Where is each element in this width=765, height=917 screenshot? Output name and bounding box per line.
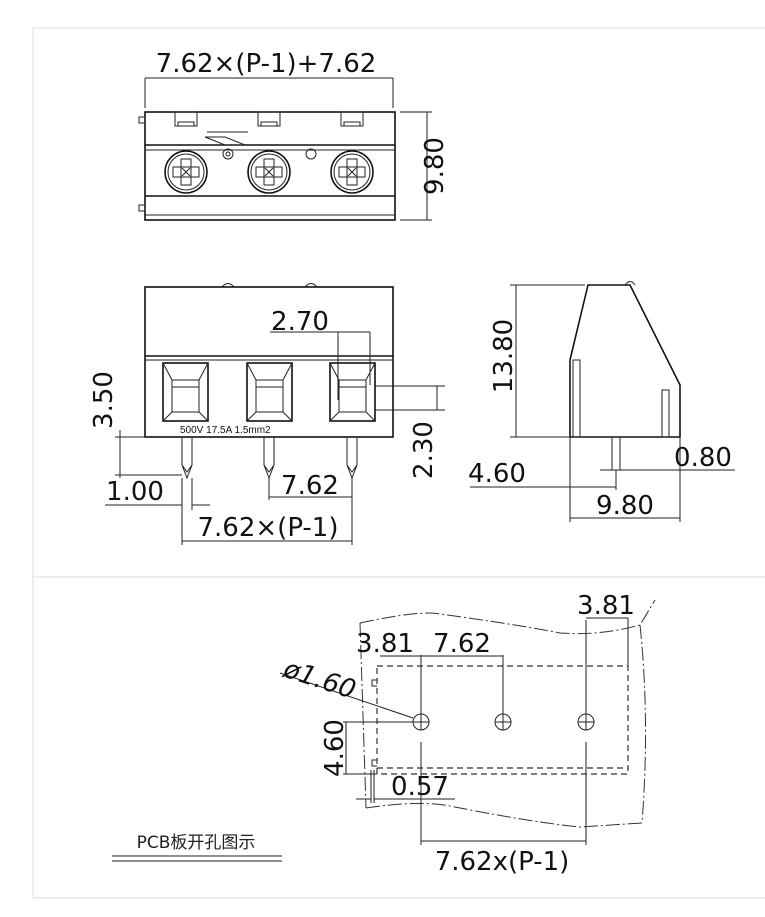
rating-label: 500V 17.5A 1.5mm2 — [180, 425, 271, 436]
pcb-span-dim: 7.62x(P-1) — [435, 847, 570, 877]
pin-offset-dim: 4.60 — [468, 459, 526, 489]
pcb-pitch-dim: 7.62 — [433, 629, 491, 659]
pcb-left-edge-dim: 3.81 — [356, 629, 414, 659]
top-tabs — [174, 111, 364, 127]
pcb-holes — [412, 713, 595, 731]
dim-2-30: 2.30 — [409, 421, 439, 479]
hole-offset-dim: 4.60 — [320, 719, 350, 777]
pcb-right-edge-dim: 3.81 — [577, 591, 635, 621]
pcb-layout: 3.81 3.81 7.62 ø1.60 4.60 0.57 7.62x(P-1… — [112, 591, 656, 877]
pin-width-dim: 1.00 — [106, 477, 164, 507]
top-height-dim: 9.80 — [420, 137, 450, 195]
drawing-border — [32, 27, 765, 899]
top-view: 7.62×(P-1)+7.62 9.80 — [138, 49, 450, 221]
span-dim: 7.62×(P-1) — [198, 513, 339, 543]
wire-entry-windows — [162, 362, 376, 422]
pitch-dim: 7.62 — [281, 471, 339, 501]
front-view: 500V 17.5A 1.5mm2 2.70 3.50 2.30 1.00 7.… — [89, 283, 445, 545]
side-depth-dim: 9.80 — [596, 491, 654, 521]
pcb-caption: PCB板开孔图示 — [137, 833, 256, 853]
side-view: 13.80 4.60 0.80 9.80 — [468, 281, 735, 522]
edge-gap-dim: 0.57 — [391, 772, 449, 802]
side-height-dim: 13.80 — [489, 319, 519, 393]
dim-3-50: 3.50 — [89, 371, 119, 429]
logo-mark — [204, 131, 248, 146]
window-width-dim: 2.70 — [271, 307, 329, 337]
pin-width-side-dim: 0.80 — [674, 443, 732, 473]
top-width-dim: 7.62×(P-1)+7.62 — [156, 49, 377, 79]
screw-icons — [164, 150, 374, 194]
hole-diameter-dim: ø1.60 — [279, 654, 359, 706]
